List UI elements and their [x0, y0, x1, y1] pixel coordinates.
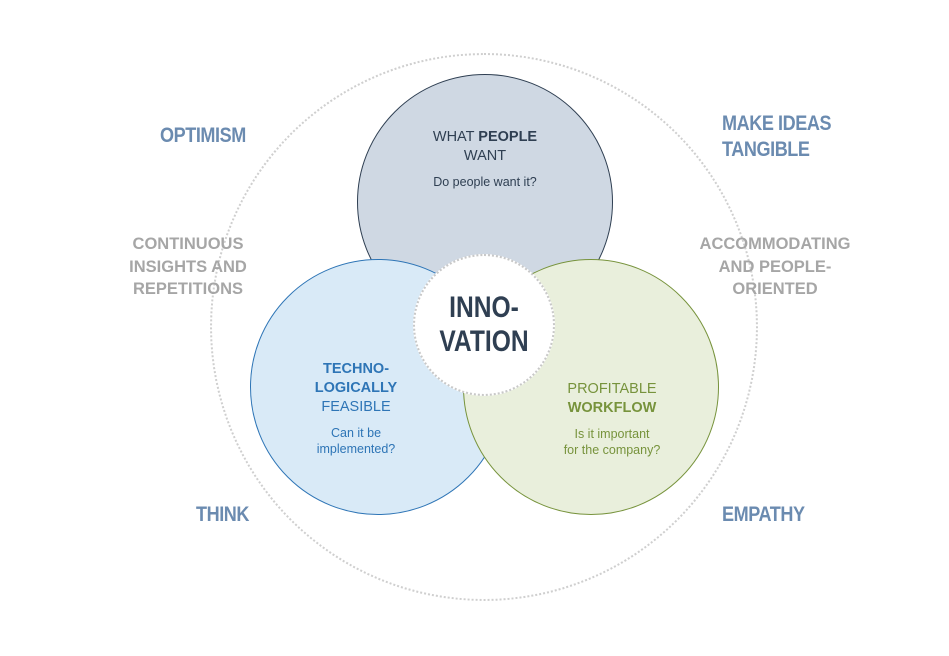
- tech-question-line1: Can it be: [330, 426, 382, 440]
- label-accommodating: ACCOMMODATING AND PEOPLE- ORIENTED: [690, 233, 860, 301]
- tech-circle-text: TECHNO- LOGICALLY FEASIBLE Can it be imp…: [276, 360, 436, 457]
- people-title-bold: PEOPLE: [478, 129, 538, 145]
- outer-dotted-ring: [210, 53, 758, 601]
- center-innovation-label: INNO- VATION: [426, 291, 542, 359]
- label-continuous-line2: INSIGHTS AND: [129, 257, 247, 276]
- label-empathy-text: EMPATHY: [722, 503, 805, 526]
- label-optimism: OPTIMISM: [160, 123, 246, 149]
- profit-title-bold: WORKFLOW: [567, 400, 657, 416]
- label-accommodating-line1: ACCOMMODATING: [699, 235, 851, 253]
- center-line-2: VATION: [439, 325, 529, 358]
- profit-circle-text: PROFITABLE WORKFLOW Is it important for …: [532, 380, 692, 458]
- label-think: THINK: [196, 502, 249, 528]
- people-title-pre: WHAT: [432, 129, 479, 145]
- profit-question-line1: Is it important: [574, 427, 650, 441]
- center-line-1: INNO-: [449, 291, 519, 324]
- label-accommodating-line3: ORIENTED: [732, 280, 818, 298]
- label-continuous-line1: CONTINUOUS: [132, 235, 244, 253]
- tech-question-line2: implemented?: [316, 442, 396, 456]
- label-make-ideas-tangible: MAKE IDEAS TANGIBLE: [722, 111, 832, 163]
- tech-title-line2: LOGICALLY: [314, 380, 398, 396]
- tech-title-line3: FEASIBLE: [321, 399, 391, 415]
- profit-question-line2: for the company?: [563, 443, 661, 457]
- people-question: Do people want it?: [433, 175, 537, 189]
- center-circle: [413, 254, 555, 396]
- people-title: WHAT PEOPLE: [385, 128, 585, 147]
- label-empathy: EMPATHY: [722, 502, 805, 528]
- people-circle-text: WHAT PEOPLE WANT Do people want it?: [385, 128, 585, 190]
- people-title-line2: WANT: [463, 148, 507, 164]
- tech-title-line1: TECHNO-: [322, 361, 390, 377]
- label-make-ideas-line2: TANGIBLE: [722, 138, 810, 161]
- label-accommodating-line2: AND PEOPLE-: [718, 257, 832, 276]
- label-make-ideas-line1: MAKE IDEAS: [722, 112, 832, 135]
- label-think-text: THINK: [196, 503, 250, 526]
- label-continuous-line3: REPETITIONS: [132, 280, 243, 298]
- label-continuous-insights: CONTINUOUS INSIGHTS AND REPETITIONS: [118, 233, 258, 301]
- profit-title-line1: PROFITABLE: [567, 381, 657, 397]
- label-optimism-text: OPTIMISM: [160, 124, 246, 147]
